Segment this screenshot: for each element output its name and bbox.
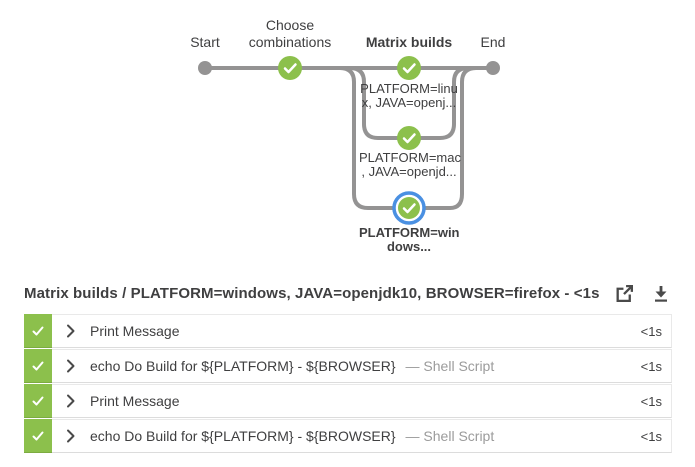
step-status-success (24, 384, 52, 418)
step-subtitle: — Shell Script (405, 358, 495, 374)
chevron-right-icon[interactable] (63, 394, 77, 408)
step-duration: <1s (640, 428, 662, 444)
check-icon (283, 63, 297, 74)
step-duration: <1s (640, 323, 662, 339)
step-duration: <1s (640, 393, 662, 409)
branch-node-mac[interactable] (397, 126, 421, 150)
step-duration: <1s (640, 358, 662, 374)
steps-panel-title: Matrix builds / PLATFORM=windows, JAVA=o… (24, 284, 600, 302)
step-subtitle: — Shell Script (405, 428, 495, 444)
download-logs-button[interactable] (650, 282, 672, 304)
start-node (198, 61, 212, 75)
chevron-right-icon[interactable] (63, 429, 77, 443)
stage-label-end: End (480, 34, 506, 50)
branch-label-windows: PLATFORM=win dows... (359, 225, 460, 254)
check-icon (32, 361, 44, 370)
pipeline-graph-canvas (198, 56, 500, 225)
check-icon (402, 203, 416, 214)
step-status-success (24, 419, 52, 453)
step-row[interactable]: echo Do Build for ${PLATFORM} - ${BROWSE… (24, 349, 672, 383)
step-row[interactable]: Print Message <1s (24, 314, 672, 348)
steps-panel-header: Matrix builds / PLATFORM=windows, JAVA=o… (24, 282, 672, 304)
step-content: echo Do Build for ${PLATFORM} - ${BROWSE… (52, 419, 672, 453)
stage-label-choose-combinations: Choose combinations (248, 17, 332, 50)
branch-label-linux: PLATFORM=linu x, JAVA=openj... (360, 81, 458, 110)
download-icon (655, 285, 667, 302)
step-content: Print Message <1s (52, 384, 672, 418)
check-icon (32, 431, 44, 440)
open-in-new-window-button[interactable] (613, 282, 635, 304)
stage-label-start: Start (190, 34, 220, 50)
pipeline-graph: Start Choose combinations Matrix builds … (190, 17, 506, 254)
branch-node-linux[interactable] (397, 56, 421, 80)
check-icon (32, 396, 44, 405)
check-icon (402, 63, 416, 74)
step-title: echo Do Build for ${PLATFORM} - ${BROWSE… (90, 428, 396, 444)
end-node (486, 61, 500, 75)
panel-actions (613, 282, 672, 304)
step-content: Print Message <1s (52, 314, 672, 348)
step-title: Print Message (90, 393, 180, 409)
open-in-new-window-icon (616, 284, 633, 302)
step-status-success (24, 314, 52, 348)
step-row[interactable]: echo Do Build for ${PLATFORM} - ${BROWSE… (24, 419, 672, 453)
chevron-right-icon[interactable] (63, 359, 77, 373)
step-content: echo Do Build for ${PLATFORM} - ${BROWSE… (52, 349, 672, 383)
step-title: echo Do Build for ${PLATFORM} - ${BROWSE… (90, 358, 396, 374)
branch-node-windows-selected[interactable] (392, 191, 426, 225)
stage-label-matrix-builds: Matrix builds (365, 34, 453, 50)
check-icon (32, 326, 44, 335)
step-status-success (24, 349, 52, 383)
steps-panel: Matrix builds / PLATFORM=windows, JAVA=o… (0, 282, 695, 454)
check-icon (402, 133, 416, 144)
chevron-right-icon[interactable] (63, 324, 77, 338)
branch-label-mac: PLATFORM=mac , JAVA=openjd... (359, 150, 461, 179)
step-row[interactable]: Print Message <1s (24, 384, 672, 418)
step-list: Print Message <1s echo Do Build for ${PL… (24, 314, 672, 454)
stage-node-choose-combinations[interactable] (278, 56, 302, 80)
step-title: Print Message (90, 323, 180, 339)
